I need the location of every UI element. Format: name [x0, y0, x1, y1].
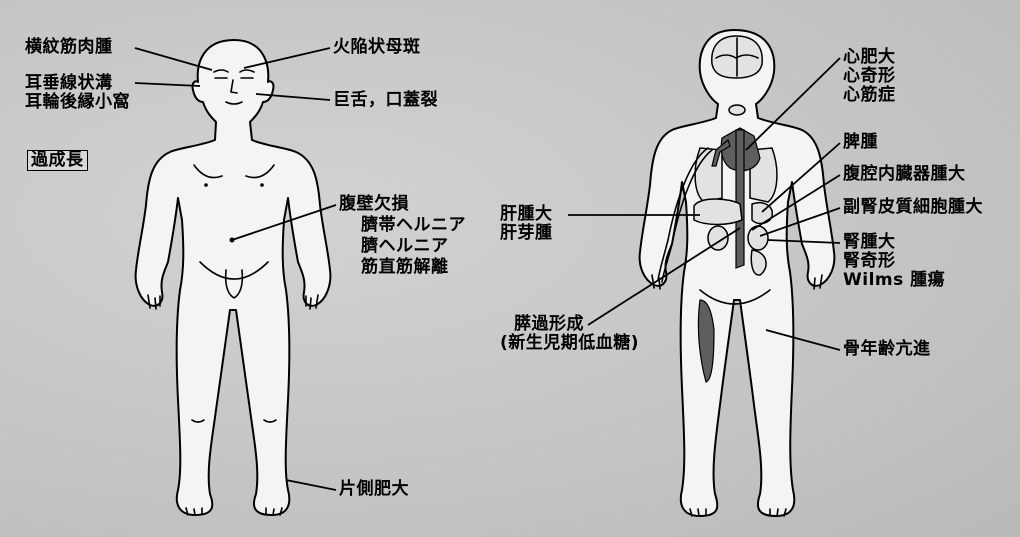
label-visceromegaly: 腹腔内臓器腫大: [843, 165, 966, 184]
label-adrenal-text: 副腎皮質細胞腫大: [843, 198, 983, 217]
label-earlobe-line1: 耳垂線状溝: [25, 74, 130, 93]
label-rhabdomyoma: 横紋筋肉腫: [25, 38, 113, 57]
label-pancreas-line2: (新生児期低血糖): [500, 334, 639, 353]
label-adrenal: 副腎皮質細胞腫大: [843, 198, 983, 217]
label-macroglossia-text: 巨舌，口蓋裂: [333, 91, 438, 110]
label-liver-line2: 肝芽腫: [500, 224, 553, 243]
label-abdominal-line2: 臍帯ヘルニア: [339, 216, 466, 235]
label-cardiac: 心肥大 心奇形 心筋症: [843, 48, 896, 105]
label-earlobe-line2: 耳輪後縁小窩: [25, 93, 130, 112]
label-kidney-line2: 腎奇形: [843, 252, 945, 271]
label-overgrowth: 過成長: [31, 151, 84, 170]
label-kidney-line1: 腎腫大: [843, 233, 945, 252]
label-visceromegaly-text: 腹腔内臓器腫大: [843, 165, 966, 184]
label-kidney: 腎腫大 腎奇形 Wilms 腫瘍: [843, 233, 945, 290]
label-cardiac-line3: 心筋症: [843, 86, 896, 105]
label-liver-line1: 肝腫大: [500, 205, 553, 224]
left-figure: [136, 40, 331, 515]
label-spleen: 脾腫: [843, 133, 878, 152]
label-liver: 肝腫大 肝芽腫: [500, 205, 553, 243]
label-cardiac-line1: 心肥大: [843, 48, 896, 67]
label-bone-age: 骨年齢亢進: [843, 340, 931, 359]
label-earlobe: 耳垂線状溝 耳輪後縁小窩: [25, 74, 130, 112]
label-spleen-text: 脾腫: [843, 133, 878, 152]
label-kidney-line3: Wilms 腫瘍: [843, 271, 945, 290]
label-nevus-text: 火陥状母斑: [333, 38, 421, 57]
label-hemihypertrophy-text: 片側肥大: [339, 480, 409, 499]
label-pancreas-line1: 膵過形成: [500, 315, 639, 334]
label-rhabdomyoma-text: 横紋筋肉腫: [25, 38, 113, 57]
label-overgrowth-box: 過成長: [27, 150, 88, 171]
label-abdominal-line4: 筋直筋解離: [339, 258, 466, 277]
label-cardiac-line2: 心奇形: [843, 67, 896, 86]
label-macroglossia: 巨舌，口蓋裂: [333, 91, 438, 110]
label-nevus: 火陥状母斑: [333, 38, 421, 57]
label-abdominal-wall: 腹壁欠損 臍帯ヘルニア 臍ヘルニア 筋直筋解離: [339, 195, 466, 277]
label-abdominal-line3: 臍ヘルニア: [339, 237, 466, 256]
label-bone-age-text: 骨年齢亢進: [843, 340, 931, 359]
label-hemihypertrophy: 片側肥大: [339, 480, 409, 499]
label-pancreas: 膵過形成 (新生児期低血糖): [500, 315, 639, 353]
label-abdominal-line1: 腹壁欠損: [339, 195, 466, 214]
